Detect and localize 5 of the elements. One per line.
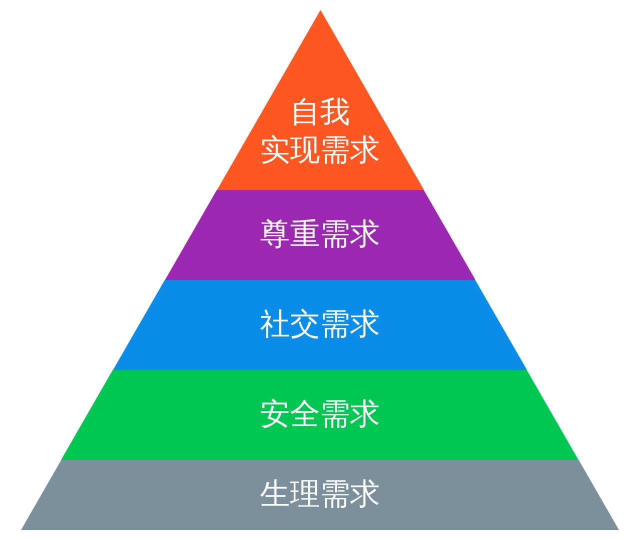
level-label: 自我实现需求 — [260, 94, 380, 170]
level-label: 生理需求 — [260, 476, 380, 514]
level-label: 社交需求 — [260, 306, 380, 344]
level-label: 尊重需求 — [260, 216, 380, 254]
level-label: 安全需求 — [260, 396, 380, 434]
